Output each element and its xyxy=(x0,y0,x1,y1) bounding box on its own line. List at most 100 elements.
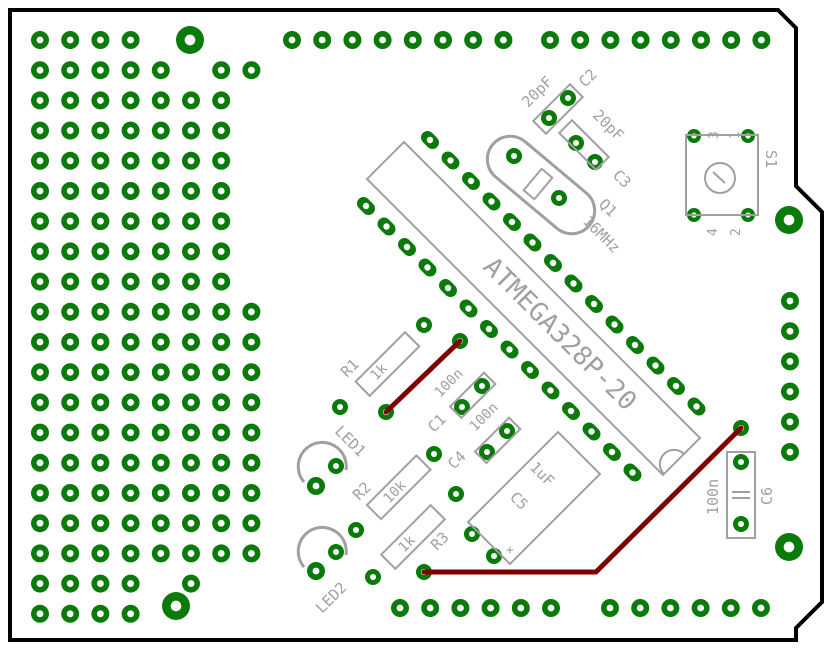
pad-hole xyxy=(36,127,44,135)
q1-value: 16MHz xyxy=(579,212,624,257)
s1-pin3: 3 xyxy=(707,131,722,139)
pad-hole xyxy=(36,459,44,467)
pad-hole xyxy=(545,114,553,122)
c1-ref: C1 xyxy=(424,410,450,436)
pad-hole xyxy=(36,489,44,497)
pad-hole xyxy=(127,66,135,74)
pad-hole xyxy=(217,278,225,286)
s1-ref: S1 xyxy=(762,150,780,168)
pad-hole xyxy=(66,398,74,406)
pad-hole xyxy=(187,308,195,316)
pad-hole xyxy=(96,127,104,135)
pad-hole xyxy=(444,284,452,292)
pad-hole xyxy=(247,308,255,316)
pad-hole xyxy=(157,519,165,527)
pad-hole xyxy=(247,429,255,437)
pad-hole xyxy=(96,549,104,557)
pad-hole xyxy=(757,604,765,612)
r3-body xyxy=(379,503,447,571)
chip-label: ATMEGA328P-20 xyxy=(477,252,642,417)
pad-hole xyxy=(465,305,472,312)
pad-hole xyxy=(352,526,360,534)
s1-outline xyxy=(685,134,759,216)
pad-hole xyxy=(588,428,595,435)
pad-hole xyxy=(456,604,464,612)
pad-hole xyxy=(66,278,74,286)
pad-hole xyxy=(217,549,225,557)
pad-hole xyxy=(362,202,370,210)
pad-hole xyxy=(469,36,477,44)
s1-pin2: 2 xyxy=(729,228,744,236)
pad-hole xyxy=(547,387,554,394)
pad-hole xyxy=(608,448,616,456)
pad-hole xyxy=(217,187,225,195)
pad-hole xyxy=(187,519,195,527)
pad-hole xyxy=(439,36,447,44)
pad-hole xyxy=(396,604,404,612)
pad-hole xyxy=(127,368,135,376)
pad-hole xyxy=(157,338,165,346)
pad-hole xyxy=(127,308,135,316)
pad-hole xyxy=(127,459,135,467)
pad-hole xyxy=(127,338,135,346)
pad-hole xyxy=(667,36,675,44)
pad-hole xyxy=(36,217,44,225)
pad-hole xyxy=(127,36,135,44)
pad-hole xyxy=(483,448,491,456)
pad-hole xyxy=(631,341,639,349)
c1-outline xyxy=(448,371,497,420)
r1-ref: R1 xyxy=(337,355,363,381)
pad-hole xyxy=(170,600,182,612)
pad-hole xyxy=(426,136,434,144)
pad-hole xyxy=(36,96,44,104)
pad-hole xyxy=(96,338,104,346)
pad-hole xyxy=(590,300,598,308)
pad-hole xyxy=(127,278,135,286)
pad-hole xyxy=(629,469,636,476)
pad-hole xyxy=(420,321,428,329)
pad-hole xyxy=(332,548,340,556)
pad-hole xyxy=(36,157,44,165)
pad-hole xyxy=(66,610,74,618)
pad-hole xyxy=(157,549,165,557)
pad-hole xyxy=(66,429,74,437)
pad-hole xyxy=(488,198,495,205)
pad-hole xyxy=(217,519,225,527)
pad-hole xyxy=(96,187,104,195)
pads-layer xyxy=(31,26,803,623)
pad-hole xyxy=(499,36,507,44)
pad-hole xyxy=(66,489,74,497)
pad-hole xyxy=(127,398,135,406)
pad-hole xyxy=(348,36,356,44)
pad-hole xyxy=(529,239,536,246)
s1-pin1: 1 xyxy=(728,131,743,139)
pad-hole xyxy=(217,338,225,346)
pad-hole xyxy=(66,157,74,165)
c2-ref: C2 xyxy=(575,65,601,91)
pad-hole xyxy=(247,489,255,497)
pad-hole xyxy=(783,214,795,226)
led1-ref: LED1 xyxy=(331,422,369,460)
pad-hole xyxy=(727,604,735,612)
pad-hole xyxy=(66,308,74,316)
pad-hole xyxy=(187,217,195,225)
pad-hole xyxy=(697,36,705,44)
pad-hole xyxy=(570,280,577,287)
pad-hole xyxy=(127,247,135,255)
c3-value: 20pF xyxy=(589,106,627,144)
led1-outline xyxy=(296,440,348,483)
pad-hole xyxy=(157,429,165,437)
c3-outline xyxy=(557,118,611,172)
pad-hole xyxy=(187,368,195,376)
pad-hole xyxy=(666,604,674,612)
pad-hole xyxy=(187,187,195,195)
pad-hole xyxy=(127,519,135,527)
pad-hole xyxy=(783,541,795,553)
pad-hole xyxy=(247,338,255,346)
c5-value: 1uF xyxy=(526,458,558,490)
pad-hole xyxy=(247,459,255,467)
pad-hole xyxy=(36,519,44,527)
pad-hole xyxy=(127,217,135,225)
pad-hole xyxy=(157,127,165,135)
